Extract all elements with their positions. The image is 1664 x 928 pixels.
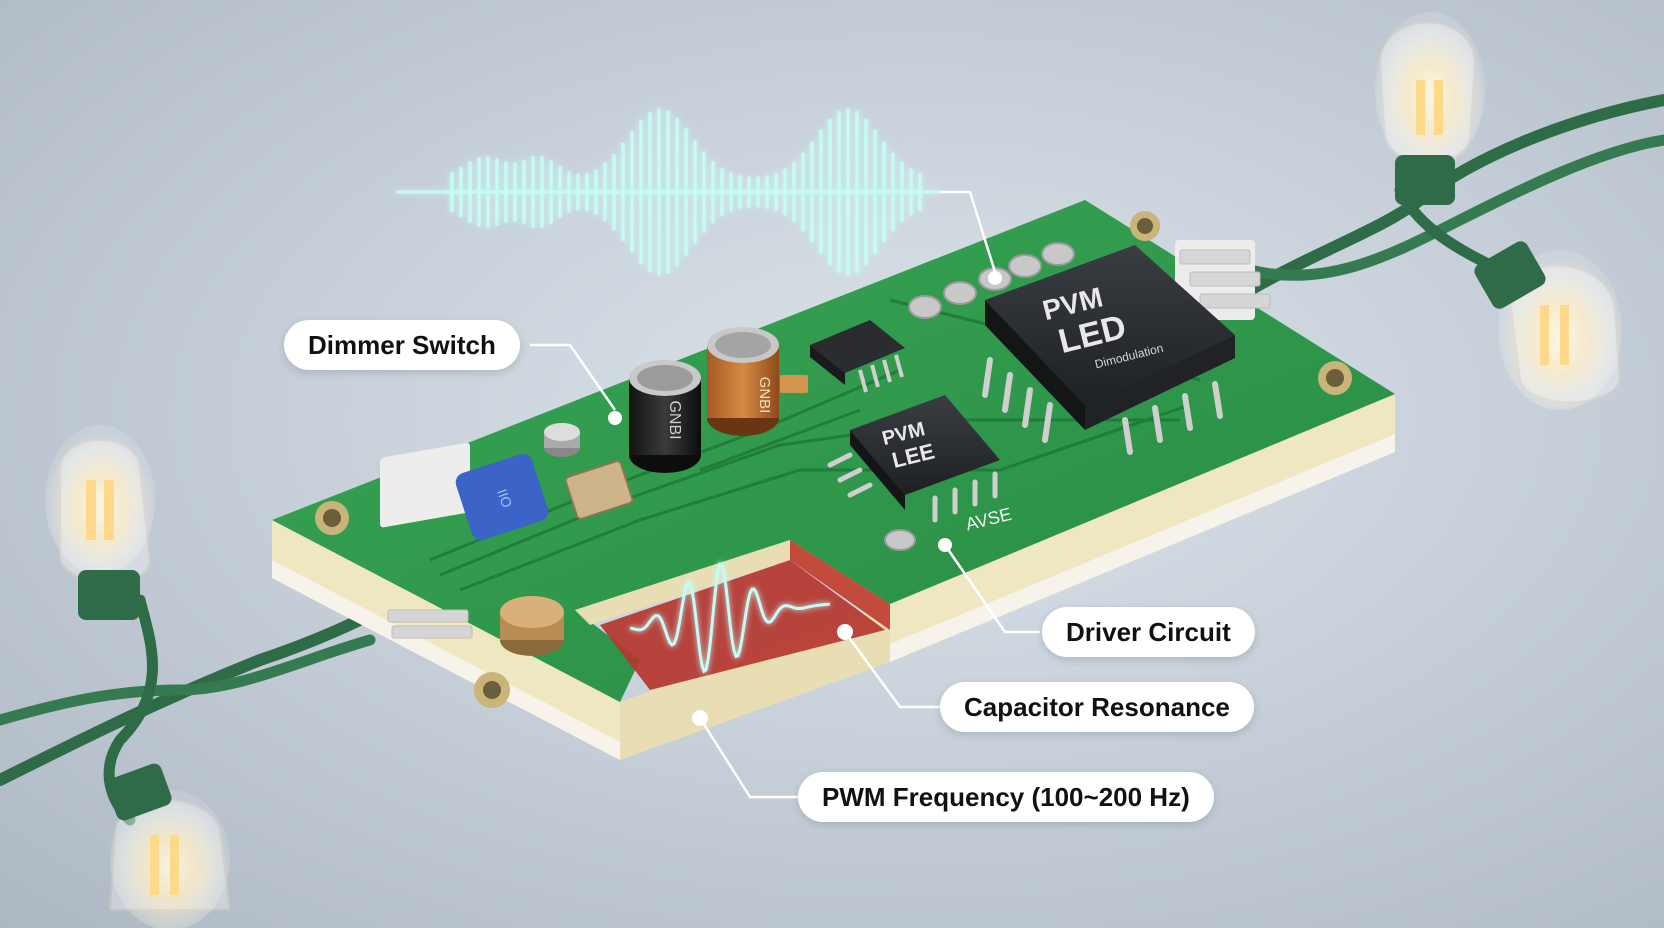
callout-pwm-frequency: PWM Frequency (100~200 Hz) [798, 772, 1214, 822]
pcb-board: IIO GNBI GNBI [272, 200, 1395, 760]
mounting-hole [474, 672, 510, 708]
solder-pad-row [884, 242, 1075, 551]
blue-part-mark: IIO [494, 487, 515, 510]
pwm-waveform-slot [629, 562, 831, 674]
callout-capacitor-resonance: Capacitor Resonance [940, 682, 1254, 732]
pin-header-left [380, 442, 473, 639]
leader-dots [608, 271, 1002, 726]
pwm-waveform-top [396, 108, 942, 276]
leader-pwm [698, 717, 798, 799]
callout-dimmer-switch: Dimmer Switch [284, 320, 520, 370]
leader-capacitor [843, 631, 940, 709]
mounting-hole [315, 501, 349, 535]
callout-pwm-frequency-text: PWM Frequency (100~200 Hz) [822, 782, 1190, 812]
main-chip: PVM LED Dimodulation [982, 245, 1235, 455]
orange-capacitor: GNBI [707, 327, 779, 436]
black-cap-mark: GNBI [666, 400, 683, 439]
leader-top-wave [940, 190, 997, 273]
bulb-icon [45, 425, 155, 620]
small-ic [810, 320, 905, 393]
leader-dimmer [530, 343, 617, 411]
silver-component [544, 423, 580, 457]
bulb-icon [106, 763, 232, 928]
smd-resistor [780, 375, 808, 393]
ceramic-component [564, 460, 634, 520]
callout-driver-circuit: Driver Circuit [1042, 607, 1255, 657]
light-string-right [1244, 12, 1664, 410]
slot-wave-trace [629, 562, 831, 674]
callout-dimmer-switch-text: Dimmer Switch [308, 330, 496, 360]
bulb-icon [1474, 241, 1622, 410]
blue-component: IIO [455, 453, 549, 541]
leader-lines [530, 190, 1040, 799]
secondary-chip: PVM LEE [827, 395, 1000, 523]
round-component [500, 596, 564, 656]
bulb-icon [1375, 12, 1485, 205]
mounting-hole [1318, 361, 1352, 395]
orange-cap-mark: GNBI [756, 377, 773, 414]
leader-driver [943, 544, 1040, 634]
callout-capacitor-resonance-text: Capacitor Resonance [964, 692, 1230, 722]
light-string-left [0, 425, 386, 928]
mounting-hole [1130, 211, 1160, 241]
callout-driver-circuit-text: Driver Circuit [1066, 617, 1231, 647]
black-capacitor: GNBI [629, 360, 701, 473]
